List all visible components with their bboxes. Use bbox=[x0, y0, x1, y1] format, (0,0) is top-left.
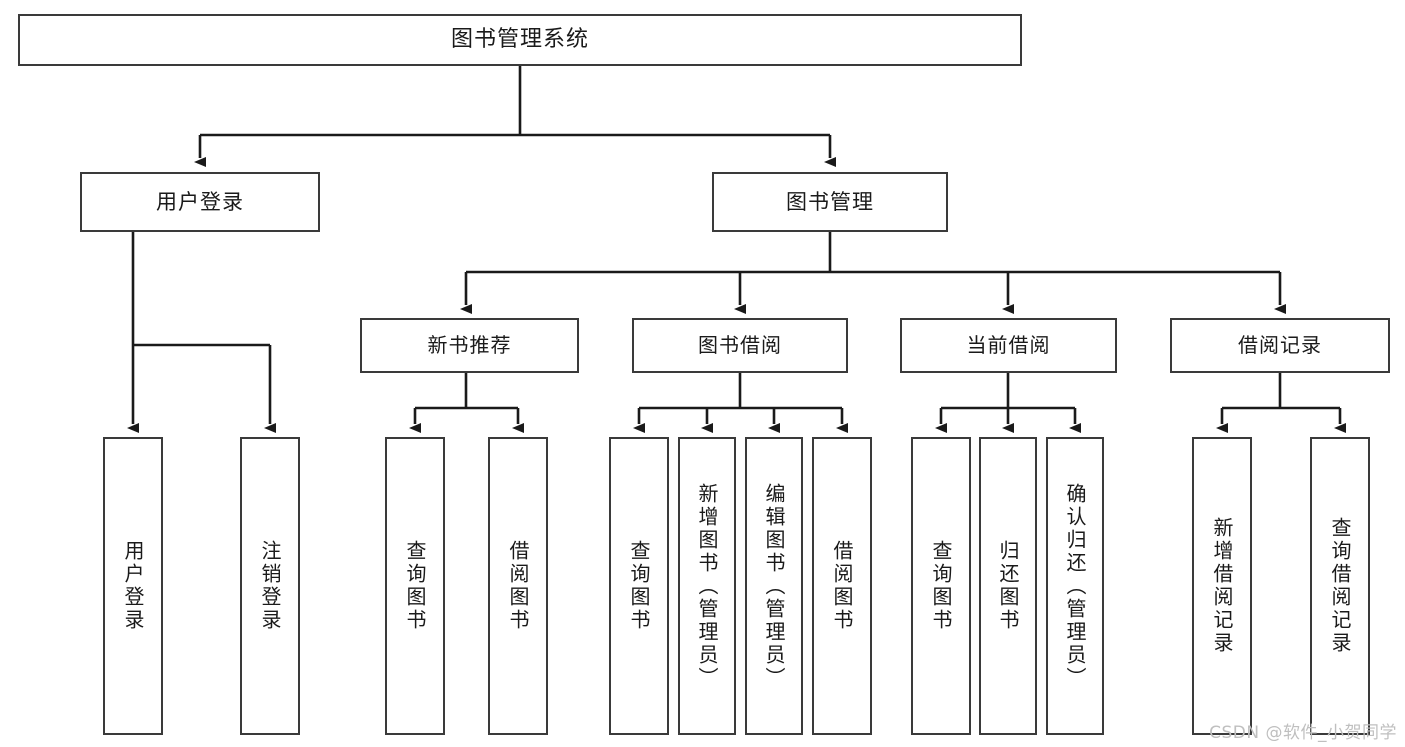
node-current-borrow-label: 当前借阅 bbox=[966, 332, 1051, 357]
leaf-current-borrow-confirm[interactable]: 确认归还（管理员） bbox=[1046, 437, 1104, 735]
leaf-user-login-signout[interactable]: 注销登录 bbox=[240, 437, 300, 735]
node-book-management[interactable]: 图书管理 bbox=[712, 172, 948, 232]
leaf-borrow-record-query[interactable]: 查询借阅记录 bbox=[1310, 437, 1370, 735]
leaf-book-borrow-edit-label: 编辑图书（管理员） bbox=[762, 482, 786, 690]
leaf-user-login-signout-label: 注销登录 bbox=[258, 540, 282, 632]
leaf-user-login-signin-label: 用户登录 bbox=[121, 540, 145, 632]
leaf-book-borrow-lend[interactable]: 借阅图书 bbox=[812, 437, 872, 735]
leaf-current-borrow-query[interactable]: 查询图书 bbox=[911, 437, 971, 735]
leaf-new-book-borrow[interactable]: 借阅图书 bbox=[488, 437, 548, 735]
node-new-book-recommend[interactable]: 新书推荐 bbox=[360, 318, 579, 373]
leaf-book-borrow-add[interactable]: 新增图书（管理员） bbox=[678, 437, 736, 735]
csdn-watermark: CSDN @软件_小贺同学 bbox=[1209, 723, 1397, 743]
leaf-book-borrow-edit[interactable]: 编辑图书（管理员） bbox=[745, 437, 803, 735]
leaf-current-borrow-query-label: 查询图书 bbox=[929, 540, 953, 632]
leaf-new-book-query-label: 查询图书 bbox=[403, 540, 427, 632]
node-borrow-record-label: 借阅记录 bbox=[1238, 332, 1322, 357]
leaf-user-login-signin[interactable]: 用户登录 bbox=[103, 437, 163, 735]
leaf-borrow-record-add[interactable]: 新增借阅记录 bbox=[1192, 437, 1252, 735]
leaf-new-book-borrow-label: 借阅图书 bbox=[506, 540, 530, 632]
leaf-book-borrow-lend-label: 借阅图书 bbox=[830, 540, 854, 632]
node-user-login-label: 用户登录 bbox=[156, 189, 244, 214]
leaf-book-borrow-query[interactable]: 查询图书 bbox=[609, 437, 669, 735]
node-book-borrow[interactable]: 图书借阅 bbox=[632, 318, 848, 373]
leaf-book-borrow-add-label: 新增图书（管理员） bbox=[695, 482, 719, 690]
leaf-borrow-record-add-label: 新增借阅记录 bbox=[1210, 517, 1234, 655]
leaf-book-borrow-query-label: 查询图书 bbox=[627, 540, 651, 632]
node-book-management-label: 图书管理 bbox=[786, 189, 874, 214]
leaf-current-borrow-confirm-label: 确认归还（管理员） bbox=[1063, 482, 1087, 690]
node-book-borrow-label: 图书借阅 bbox=[698, 332, 782, 357]
node-new-book-recommend-label: 新书推荐 bbox=[427, 332, 512, 357]
leaf-current-borrow-return[interactable]: 归还图书 bbox=[979, 437, 1037, 735]
node-user-login[interactable]: 用户登录 bbox=[80, 172, 320, 232]
leaf-borrow-record-query-label: 查询借阅记录 bbox=[1328, 517, 1352, 655]
leaf-new-book-query[interactable]: 查询图书 bbox=[385, 437, 445, 735]
node-current-borrow[interactable]: 当前借阅 bbox=[900, 318, 1117, 373]
node-root-system-label: 图书管理系统 bbox=[450, 27, 589, 53]
node-root-system[interactable]: 图书管理系统 bbox=[18, 14, 1022, 66]
node-borrow-record[interactable]: 借阅记录 bbox=[1170, 318, 1390, 373]
leaf-current-borrow-return-label: 归还图书 bbox=[996, 540, 1020, 632]
